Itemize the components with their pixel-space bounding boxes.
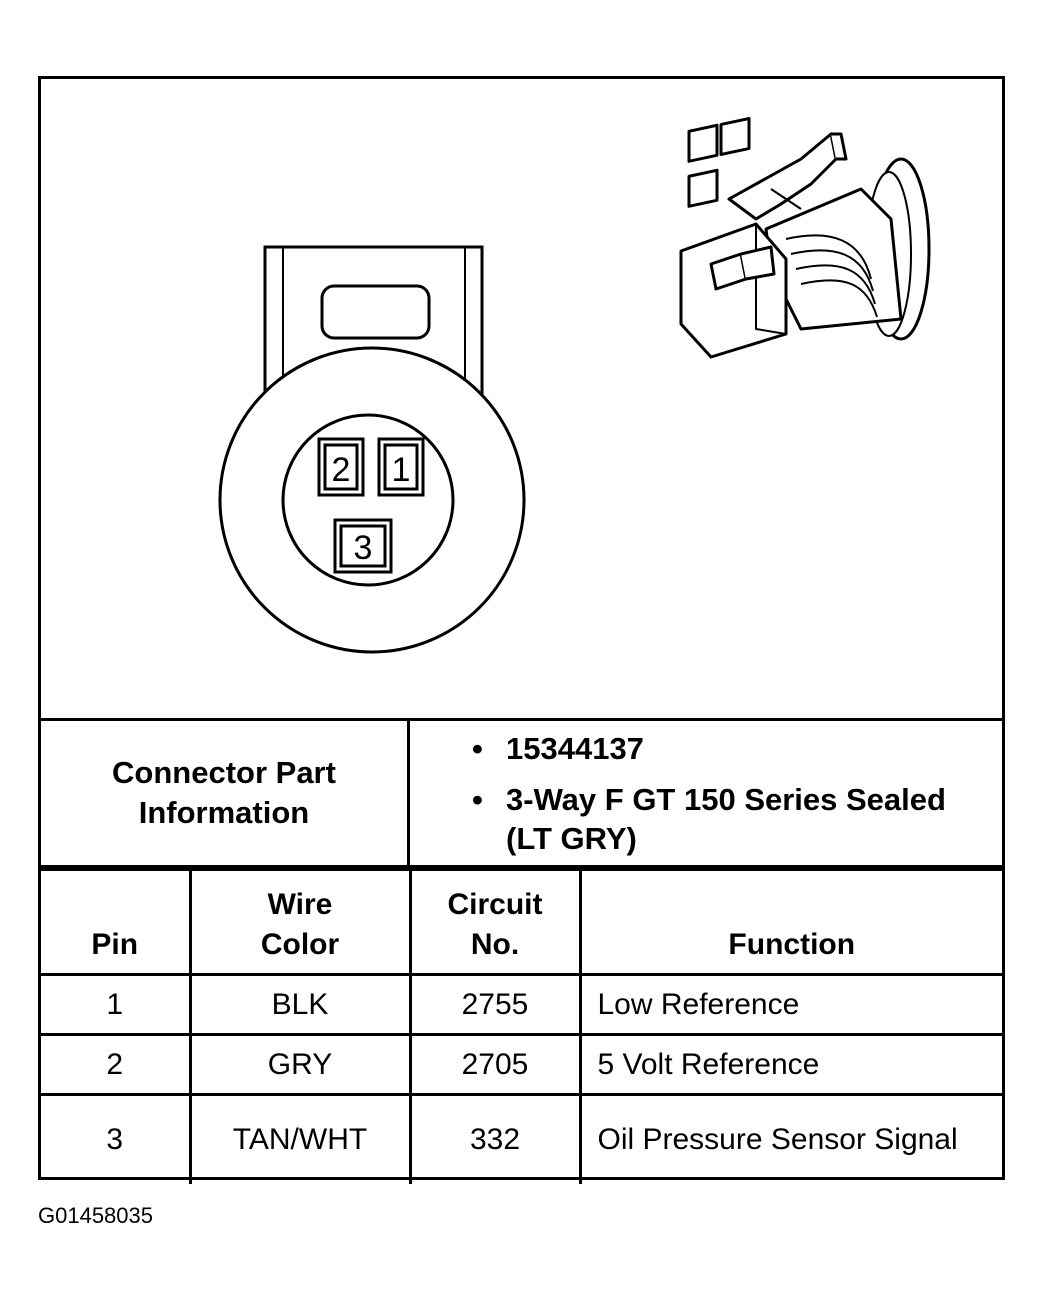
circuit-cell: 2705 xyxy=(408,1033,582,1096)
connector-figure-frame: 2 1 3 xyxy=(38,76,1005,1184)
part-info-item: • 3-Way F GT 150 Series Sealed (LT GRY) xyxy=(410,780,1000,858)
connector-isometric-icon xyxy=(679,116,931,359)
pin-label-3: 3 xyxy=(354,529,373,567)
pin-cell: 2 xyxy=(41,1033,192,1096)
part-number: 15344137 xyxy=(506,731,644,766)
pin-label-1: 1 xyxy=(392,451,411,489)
circuit-cell: 332 xyxy=(408,1093,582,1184)
bullet-glyph: • xyxy=(472,731,483,766)
wire-color-cell: TAN/WHT xyxy=(188,1093,412,1184)
function-cell: Low Reference xyxy=(578,973,1002,1036)
bullet-glyph: • xyxy=(472,782,483,817)
pin-label-2: 2 xyxy=(332,451,351,489)
connector-diagram: 2 1 3 xyxy=(41,79,1002,718)
header-function: Function xyxy=(578,868,1002,976)
header-circuit-no: Circuit No. xyxy=(408,868,582,976)
header-wire-color-line1: Wire xyxy=(267,888,333,921)
function-cell: Oil Pressure Sensor Signal xyxy=(578,1093,1002,1184)
table-row: 1 BLK 2755 Low Reference xyxy=(41,973,1002,1036)
pin-cell: 1 xyxy=(41,973,192,1036)
pin-table-header: Pin Wire Color Circuit No. Function xyxy=(41,868,1002,976)
header-circuit-line1: Circuit xyxy=(447,888,543,921)
header-wire-color-line2: Color xyxy=(260,928,340,961)
header-wire-color: Wire Color xyxy=(188,868,412,976)
header-circuit-line2: No. xyxy=(470,928,520,961)
connector-face-view xyxy=(218,245,526,654)
part-info-label: Connector Part Information xyxy=(41,721,410,865)
function-cell: 5 Volt Reference xyxy=(578,1033,1002,1096)
part-description: 3-Way F GT 150 Series Sealed (LT GRY) xyxy=(506,782,946,856)
part-info-values: • 15344137 • 3-Way F GT 150 Series Seale… xyxy=(410,729,1000,870)
pin-table: Pin Wire Color Circuit No. Function 1 BL… xyxy=(41,868,1002,1184)
connector-part-information: Connector Part Information • 15344137 • … xyxy=(41,718,1002,868)
connector-drawings: 2 1 3 xyxy=(218,116,931,654)
wire-color-cell: GRY xyxy=(188,1033,412,1096)
header-pin: Pin xyxy=(41,868,192,976)
pin-cell: 3 xyxy=(41,1093,192,1184)
table-row: 3 TAN/WHT 332 Oil Pressure Sensor Signal xyxy=(41,1093,1002,1184)
table-row: 2 GRY 2705 5 Volt Reference xyxy=(41,1033,1002,1096)
part-info-label-text: Connector Part Information xyxy=(112,755,336,830)
wire-color-cell: BLK xyxy=(188,973,412,1036)
circuit-cell: 2755 xyxy=(408,973,582,1036)
part-info-item: • 15344137 xyxy=(410,729,1000,768)
figure-id: G01458035 xyxy=(38,1203,153,1228)
